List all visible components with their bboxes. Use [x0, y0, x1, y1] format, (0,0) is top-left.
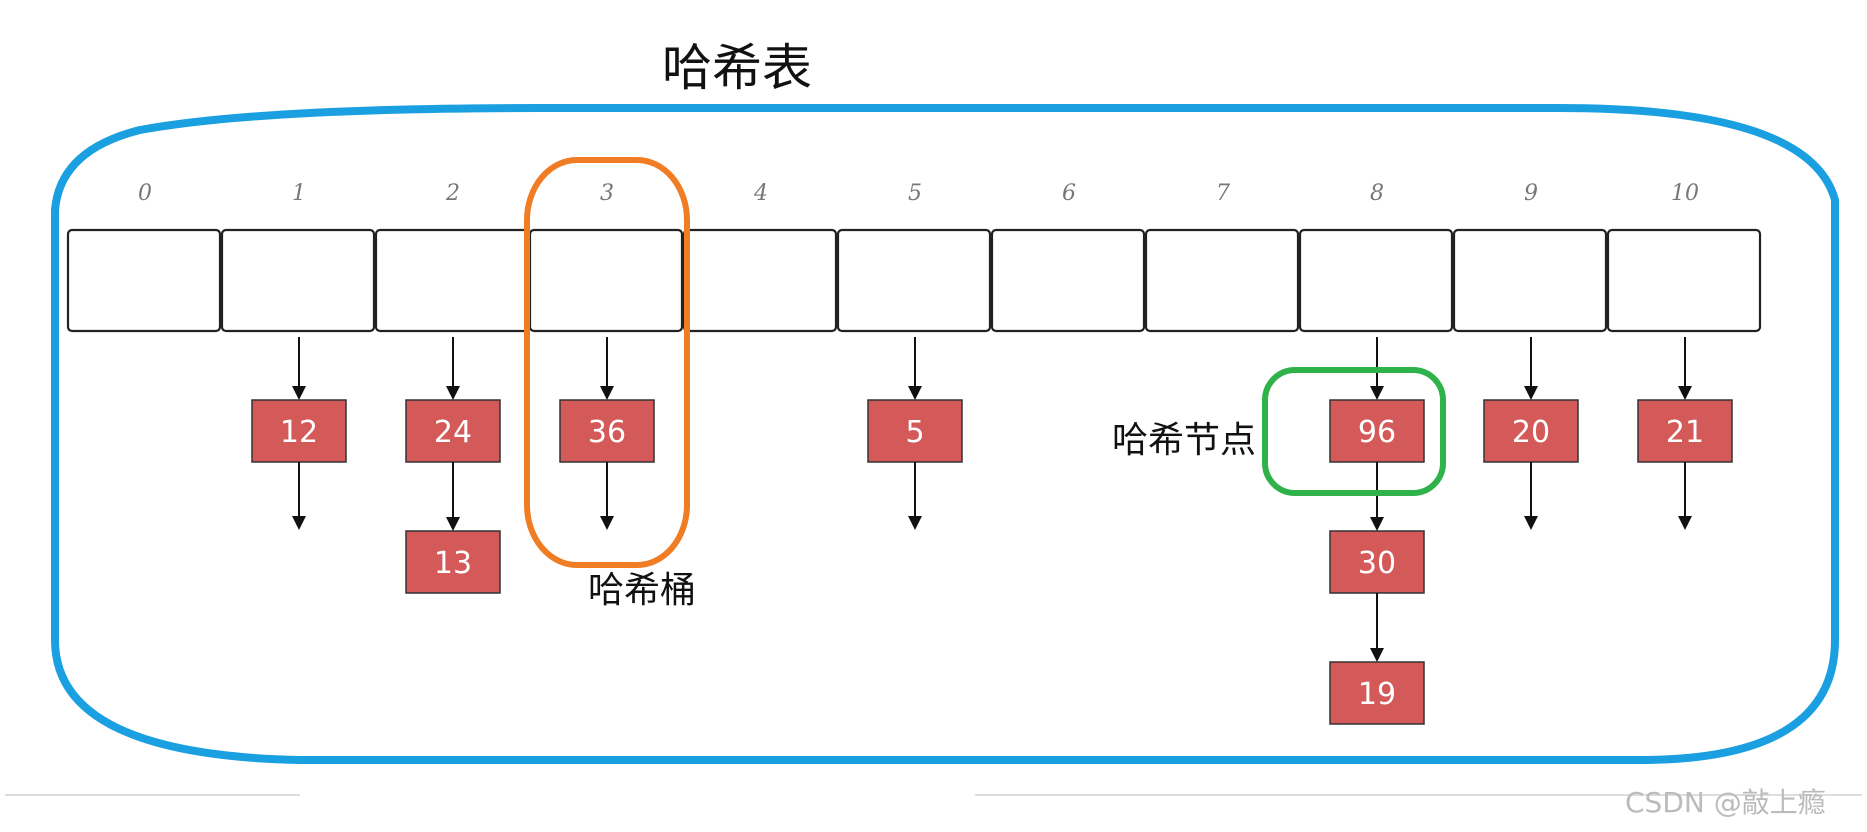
bucket-index: 8	[1370, 181, 1384, 206]
node-label: 哈希节点	[1112, 420, 1256, 461]
bucket-cell	[66, 228, 222, 333]
chain-arrow	[446, 337, 460, 400]
diagram-title: 哈希表	[662, 39, 812, 97]
hash-node	[867, 399, 963, 463]
null-arrow	[908, 462, 922, 530]
hash-node-value: 30	[1358, 546, 1396, 581]
bucket-index: 0	[138, 181, 152, 206]
hash-node-value: 96	[1358, 415, 1396, 450]
bucket-cell	[682, 228, 838, 333]
hash-node	[405, 530, 501, 594]
bucket-label: 哈希桶	[588, 570, 696, 611]
chain-arrow	[292, 337, 306, 400]
hash-node	[251, 399, 347, 463]
hash-node	[1637, 399, 1733, 463]
null-arrow	[1678, 462, 1692, 530]
null-arrow	[600, 462, 614, 530]
hash-node-value: 12	[280, 415, 318, 450]
chain-arrow	[1524, 337, 1538, 400]
bucket-cell	[1298, 228, 1454, 333]
bucket-index: 6	[1062, 181, 1076, 206]
bucket-cell	[1452, 228, 1608, 333]
bucket-highlight	[524, 157, 690, 568]
chain-arrow	[1370, 337, 1384, 400]
chain: 36	[559, 337, 655, 530]
chain: 5	[867, 337, 963, 530]
hash-node-value: 5	[905, 415, 924, 450]
chain-arrow	[1370, 462, 1384, 531]
bucket-array	[66, 228, 1762, 333]
bucket-chains: 12 24 13 36 5 96 30 19 20 21	[251, 337, 1733, 725]
chain: 96 30 19	[1329, 337, 1425, 725]
chain-arrow	[446, 462, 460, 531]
hash-node	[1483, 399, 1579, 463]
bucket-cell	[528, 228, 684, 333]
null-arrow	[1524, 462, 1538, 530]
watermark: CSDN @敲上瘾	[1625, 786, 1826, 819]
bucket-cell	[1606, 228, 1762, 333]
hash-node-value: 19	[1358, 677, 1396, 712]
chain: 20	[1483, 337, 1579, 530]
bucket-index: 2	[445, 181, 460, 206]
bucket-index: 9	[1524, 181, 1538, 206]
chain: 21	[1637, 337, 1733, 530]
bucket-cell	[836, 228, 992, 333]
chain-arrow	[1678, 337, 1692, 400]
null-arrow	[292, 462, 306, 530]
bucket-cell	[220, 228, 376, 333]
node-highlight	[1262, 367, 1446, 496]
bucket-index: 3	[600, 181, 614, 206]
hash-table-outline	[51, 104, 1839, 764]
hash-node	[1329, 530, 1425, 594]
hash-node-value: 24	[434, 415, 472, 450]
chain: 24 13	[405, 337, 501, 594]
hash-node	[1329, 661, 1425, 725]
hash-node-value: 21	[1666, 415, 1704, 450]
chain: 12	[251, 337, 347, 530]
chain-arrow	[908, 337, 922, 400]
hash-node-value: 36	[588, 415, 626, 450]
hash-node	[405, 399, 501, 463]
bucket-index: 1	[292, 181, 306, 206]
bucket-index: 5	[908, 181, 922, 206]
chain-arrow	[1370, 593, 1384, 662]
bucket-index: 7	[1216, 181, 1230, 206]
bucket-cell	[990, 228, 1146, 333]
bucket-index: 10	[1671, 181, 1699, 206]
hash-node	[559, 399, 655, 463]
hash-node-value: 13	[434, 546, 472, 581]
bucket-index: 4	[753, 181, 768, 206]
bucket-cell	[1144, 228, 1300, 333]
bucket-index-labels: 0 1 2 3 4 5 6 7 8 9 10	[138, 181, 1699, 206]
bucket-cell	[374, 228, 530, 333]
hash-node-value: 20	[1512, 415, 1550, 450]
chain-arrow	[600, 337, 614, 400]
